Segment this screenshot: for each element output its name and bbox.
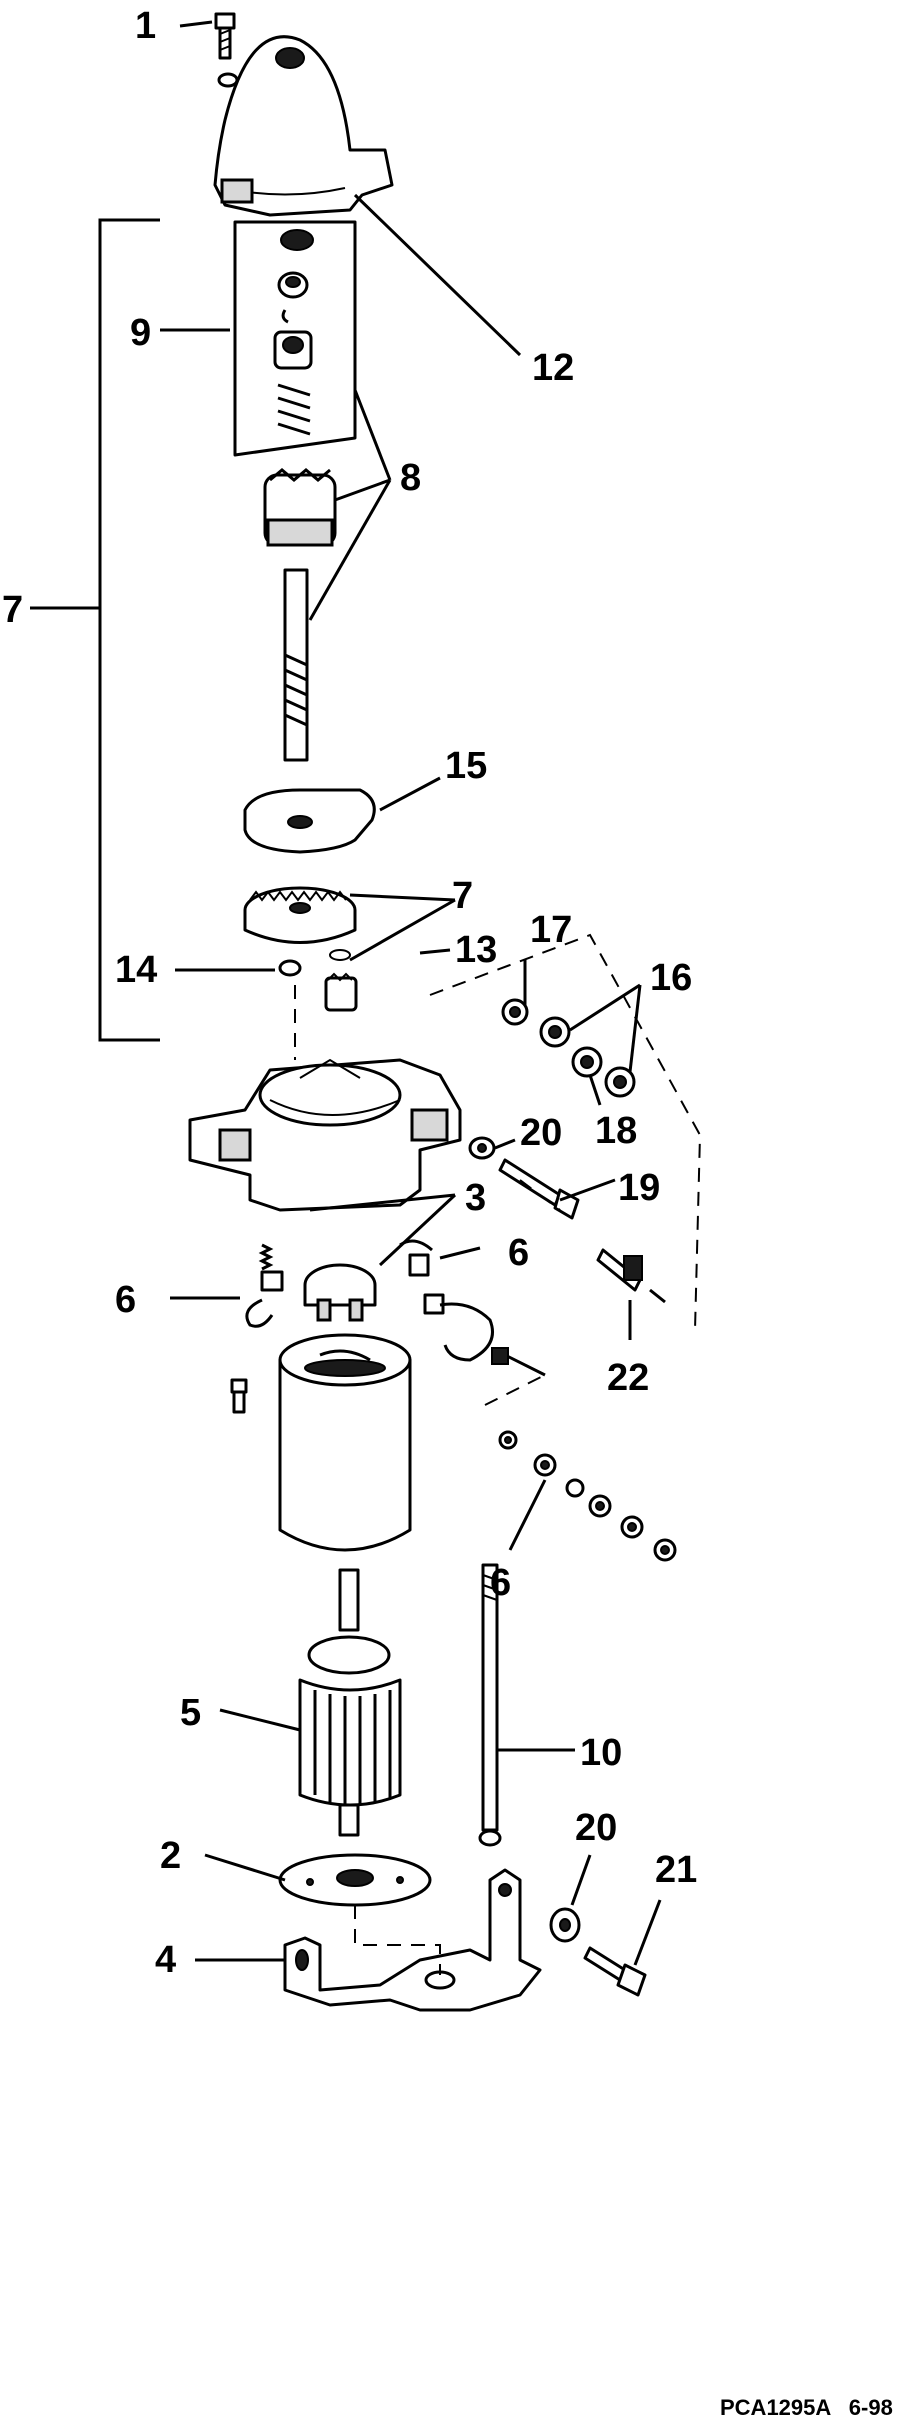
washer-part-20-upper xyxy=(468,1136,496,1160)
callout-7-gears: 7 xyxy=(452,875,473,917)
callout-labels: 1 12 9 8 7 15 7 13 14 17 16 18 20 19 3 6… xyxy=(2,5,697,1981)
callout-10: 10 xyxy=(580,1732,622,1774)
through-bolt-part-10 xyxy=(478,1563,502,1847)
washer-top xyxy=(217,72,239,88)
end-cap-part-12 xyxy=(213,35,394,217)
callout-7-bracket: 7 xyxy=(2,589,23,631)
leader-lines xyxy=(30,20,662,1966)
drive-kit-box-part-9 xyxy=(233,220,357,457)
brush-right-part-6 xyxy=(399,1239,433,1277)
washer-part-20-lower xyxy=(549,1907,581,1943)
callout-22: 22 xyxy=(607,1357,649,1399)
callout-17: 17 xyxy=(530,909,572,951)
callout-12: 12 xyxy=(532,347,574,389)
callout-4: 4 xyxy=(155,1939,176,1981)
callout-21: 21 xyxy=(655,1849,697,1891)
callout-20-upper: 20 xyxy=(520,1112,562,1154)
end-plate-part-2 xyxy=(278,1853,432,1907)
bracket-part-4 xyxy=(283,1868,542,2012)
nut-part-16b xyxy=(604,1066,636,1098)
bolt-part-21 xyxy=(583,1946,647,1997)
callout-15: 15 xyxy=(445,745,487,787)
drive-shaft-part-8 xyxy=(283,568,309,762)
small-gear-part-7 xyxy=(324,972,358,1012)
hardware-strip xyxy=(420,1385,705,1590)
plate-part-15 xyxy=(243,788,376,854)
callout-14: 14 xyxy=(115,949,157,991)
callout-18: 18 xyxy=(595,1110,637,1152)
pin-part-13 xyxy=(329,949,351,961)
dashed-guide-lines xyxy=(294,933,702,1975)
callout-13: 13 xyxy=(455,929,497,971)
reference-code: PCA1295A 6-98 xyxy=(720,2395,893,2420)
callout-1: 1 xyxy=(135,5,156,47)
callout-5: 5 xyxy=(180,1692,201,1734)
armature-part-5 xyxy=(298,1568,402,1837)
callout-8: 8 xyxy=(400,457,421,499)
callout-2: 2 xyxy=(160,1835,181,1877)
nut-part-17 xyxy=(501,998,529,1026)
washer-part-14 xyxy=(278,959,302,977)
callout-6-left: 6 xyxy=(115,1279,136,1321)
callout-16: 16 xyxy=(650,957,692,999)
brush-left-part-6 xyxy=(245,1270,284,1328)
pinion-gear-part-8 xyxy=(263,468,337,547)
kit-bracket-part-7 xyxy=(98,218,160,1042)
terminal-stud-part-22 xyxy=(596,1248,666,1304)
bolt-part-19 xyxy=(498,1158,580,1220)
brush-plate-part-6 xyxy=(258,1243,377,1322)
washer-part-18 xyxy=(571,1046,603,1078)
large-gear-part-7 xyxy=(243,886,357,944)
callout-6-right: 6 xyxy=(508,1232,529,1274)
callout-9: 9 xyxy=(130,312,151,354)
callout-19: 19 xyxy=(618,1167,660,1209)
lead-wire-assembly xyxy=(423,1293,546,1377)
callout-6-lower: 6 xyxy=(490,1562,511,1604)
field-frame xyxy=(278,1333,412,1552)
housing-part-3 xyxy=(188,1058,462,1212)
nut-part-16a xyxy=(539,1016,571,1048)
screw-left xyxy=(230,1378,248,1414)
screw-part-1 xyxy=(214,12,236,60)
callout-3: 3 xyxy=(465,1177,486,1219)
callout-20-lower: 20 xyxy=(575,1807,617,1849)
